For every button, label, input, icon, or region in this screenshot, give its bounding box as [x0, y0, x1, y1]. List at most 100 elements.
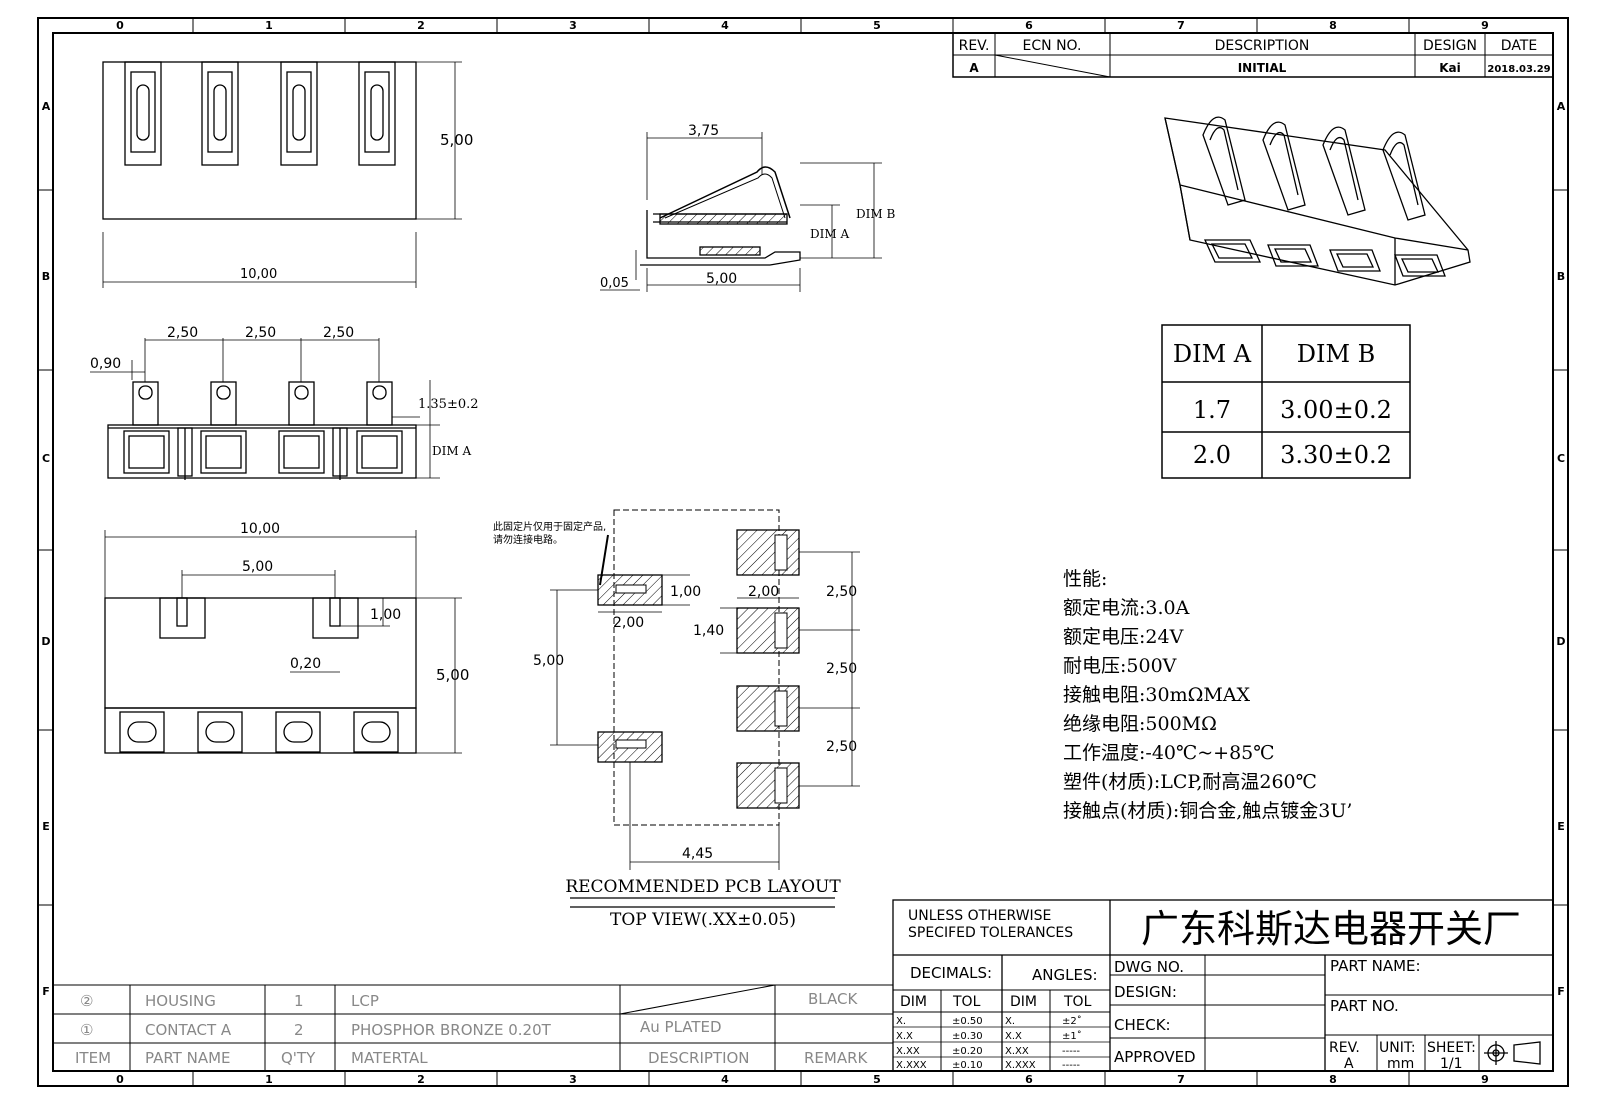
front-view [90, 338, 440, 480]
row-label: F [1557, 985, 1565, 998]
pad-width: 2,00 [613, 615, 644, 631]
spec-line: 耐电压:500V [1063, 655, 1177, 677]
row-label: C [1557, 452, 1565, 465]
tol-cell: X.X [896, 1031, 913, 1042]
col-label: 2 [417, 1073, 425, 1086]
tol-cell: X.XX [1005, 1046, 1029, 1057]
tol-cell: X.XXX [1005, 1060, 1036, 1071]
slot-gap: 0,20 [290, 656, 321, 672]
bom-qty: 2 [294, 1021, 304, 1039]
dim-table-header-b: DIM B [1297, 340, 1376, 368]
col-label: 1 [265, 1073, 273, 1086]
col-label: 0 [116, 1073, 124, 1086]
spec-line: 塑件(材质):LCP,耐高温260℃ [1063, 771, 1317, 793]
pitch-3: 2,50 [323, 325, 354, 341]
dim-col-label: DIM [900, 994, 927, 1010]
dim-width: 10,00 [240, 267, 277, 282]
part-no-label: PART NO. [1330, 997, 1399, 1015]
col-label: 3 [569, 19, 577, 32]
row-label: D [1556, 635, 1565, 648]
bom-material: LCP [351, 992, 379, 1010]
pad-height: 1,00 [670, 584, 701, 600]
col-label: 5 [873, 1073, 881, 1086]
unit-value: mm [1387, 1056, 1414, 1072]
rev-value: A [969, 61, 979, 75]
pitch-2: 2,50 [245, 325, 276, 341]
row-label: C [42, 452, 50, 465]
design-value: Kai [1439, 61, 1461, 75]
tol-cell: ±0.20 [952, 1046, 983, 1057]
bom-remark: BLACK [808, 990, 858, 1008]
tol-cell: X. [1005, 1016, 1015, 1027]
col-label: 8 [1329, 1073, 1337, 1086]
dim-table-cell: 3.00±0.2 [1280, 396, 1392, 424]
row-label: E [42, 820, 50, 833]
dim-bottom: 5,00 [706, 271, 737, 287]
design-header: DESIGN [1423, 38, 1477, 54]
decimals-label: DECIMALS: [910, 964, 992, 982]
spec-line: 绝缘电阻:500MΩ [1063, 713, 1217, 735]
tol-cell: ±1˚ [1062, 1030, 1082, 1042]
col-label: 7 [1177, 19, 1185, 32]
dim-table-cell: 2.0 [1193, 441, 1231, 469]
col-label: 9 [1481, 19, 1489, 32]
rev-value: A [1344, 1056, 1354, 1072]
side-dim-b: DIM B [856, 207, 895, 221]
col-label: 6 [1025, 19, 1033, 32]
pcb-caption: RECOMMENDED PCB LAYOUT [565, 877, 841, 897]
part-name-label: PART NAME: [1330, 957, 1421, 975]
col-label: 7 [1177, 1073, 1185, 1086]
dim-table [1161, 324, 1411, 479]
pcb-note-2: 请勿连接电路。 [493, 533, 563, 546]
projection-icon [1484, 1041, 1541, 1065]
top-view [102, 61, 462, 288]
revision-block: REV. ECN NO. DESCRIPTION DESIGN DATE A I… [952, 32, 1554, 78]
bottom-width: 10,00 [240, 521, 280, 537]
bom-part: HOUSING [145, 992, 216, 1010]
tol-cell: X.XXX [896, 1060, 927, 1071]
col-label: 3 [569, 1073, 577, 1086]
bottom-view [104, 530, 462, 754]
dim-height: 5,00 [440, 131, 473, 149]
tolerance-note-1: UNLESS OTHERWISE [908, 908, 1051, 924]
tol-cell: ----- [1062, 1046, 1080, 1057]
pcb-layout [550, 509, 860, 908]
bom-description: Au PLATED [640, 1018, 722, 1036]
tol-cell: ±0.50 [952, 1016, 983, 1027]
company-name: 广东科斯达电器开关厂 [1141, 907, 1521, 951]
col-label: 4 [721, 19, 729, 32]
inner-frame [52, 32, 1554, 1072]
sheet-value: 1/1 [1440, 1056, 1463, 1072]
bom-qty: 1 [294, 992, 304, 1010]
spec-line: 额定电压:24V [1063, 626, 1184, 648]
iso-contacts [1202, 116, 1426, 221]
check-label: CHECK: [1114, 1016, 1171, 1034]
bottom-inner: 5,00 [242, 559, 273, 575]
side-dim-a: DIM A [810, 227, 849, 241]
side-view [600, 132, 882, 292]
tol-cell: X.X [1005, 1031, 1022, 1042]
row-label: B [42, 270, 50, 283]
slot-depth: 1,00 [370, 607, 401, 623]
dim-col-label: DIM [1010, 994, 1037, 1010]
title-block [892, 899, 1554, 1072]
row-label: B [1557, 270, 1565, 283]
tol-cell: ±0.10 [952, 1060, 983, 1071]
spec-line: 额定电流:3.0A [1063, 597, 1190, 619]
col-label: 9 [1481, 1073, 1489, 1086]
pad-pitch-3: 2,50 [826, 739, 857, 755]
pad-pitch-2: 2,50 [826, 661, 857, 677]
tol-cell: X.XX [896, 1046, 920, 1057]
specs-title: 性能: [1063, 568, 1107, 590]
dim-table-header-a: DIM A [1173, 340, 1252, 368]
col-label: 2 [417, 19, 425, 32]
dim-table-cell: 1.7 [1193, 396, 1231, 424]
bom-item: ② [80, 992, 93, 1010]
grid-ticks [38, 18, 1568, 1086]
dim-table-cell: 3.30±0.2 [1280, 441, 1392, 469]
dwg-no-label: DWG NO. [1114, 958, 1184, 976]
pad-span: 5,00 [533, 653, 564, 669]
row-label: A [1557, 100, 1566, 113]
bom-header-part: PART NAME [145, 1049, 231, 1067]
angles-label: ANGLES: [1032, 966, 1098, 984]
